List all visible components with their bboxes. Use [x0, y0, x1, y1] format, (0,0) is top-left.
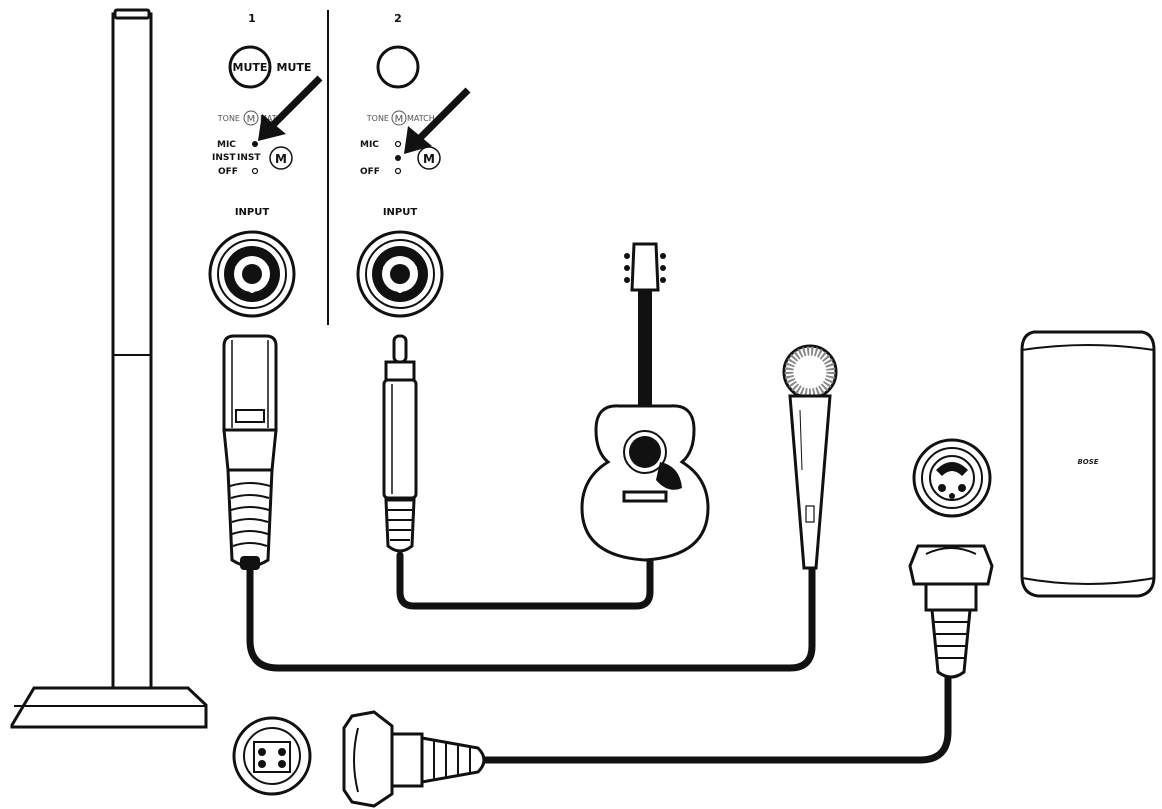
inst-label: INST: [212, 153, 236, 163]
arrow-icon: [404, 87, 471, 154]
xlr-plug-icon: [222, 334, 278, 570]
channel-2-panel: 2 TONE M MATCH MIC OFF M INPUT: [356, 12, 471, 318]
microphone-icon: [782, 344, 838, 570]
tonematch-icon[interactable]: M: [417, 146, 441, 170]
combo-input-jack-icon[interactable]: [356, 230, 444, 318]
inst-label-ghost: INST: [237, 153, 261, 163]
mic-label: MIC: [360, 140, 379, 150]
channel-1-panel: 1 MUTE MUTE TONE M MAT MIC INST INST OFF…: [208, 12, 323, 318]
input-label: INPUT: [383, 207, 418, 218]
channel-number: 1: [248, 12, 256, 25]
svg-text:M: M: [247, 114, 256, 125]
mic-indicator-led: [394, 140, 402, 148]
tone-label: TONE: [366, 114, 389, 123]
stand-icon: [10, 8, 208, 729]
combo-input-jack-icon[interactable]: [208, 230, 296, 318]
inst-indicator-led: [395, 155, 401, 161]
power-cable: [466, 674, 952, 764]
tone-label: TONE: [217, 114, 240, 123]
power-plug-upright: [908, 544, 994, 679]
off-indicator-led: [394, 167, 402, 175]
acoustic-guitar-icon: [580, 242, 710, 562]
arrow-icon: [258, 75, 323, 141]
off-label: OFF: [218, 167, 238, 177]
power-plug-sideways: [342, 710, 486, 808]
off-indicator-led: [251, 167, 259, 175]
svg-text:M: M: [423, 152, 435, 166]
svg-text:M: M: [395, 114, 404, 125]
mute-label: MUTE: [233, 61, 268, 74]
tonematch-label-group: TONE M MATCH: [366, 110, 435, 126]
xlr-cable: [246, 561, 816, 672]
mute-button-icon[interactable]: [376, 45, 420, 89]
power-connector-icon: [232, 716, 312, 796]
mic-label: MIC: [217, 140, 236, 150]
off-label: OFF: [360, 167, 380, 177]
tone-label-ghost: MAT: [260, 114, 277, 123]
speaker-icon: BOSE: [1020, 330, 1156, 598]
speaker-brand-label: BOSE: [1077, 458, 1098, 466]
tonematch-label-group: TONE M MAT: [217, 110, 277, 126]
instrument-cable: [396, 551, 654, 610]
power-connector-icon: [912, 438, 992, 518]
mic-indicator-led: [252, 141, 258, 147]
channel-number: 2: [394, 12, 402, 25]
input-label: INPUT: [235, 207, 270, 218]
quarter-inch-plug-icon: [382, 334, 418, 553]
mute-label-ghost: MUTE: [277, 61, 312, 74]
mute-button-icon[interactable]: MUTE MUTE: [228, 45, 312, 89]
svg-text:M: M: [275, 152, 287, 166]
tone-label-ghost: MATCH: [407, 114, 435, 123]
tonematch-icon[interactable]: M: [269, 146, 293, 170]
